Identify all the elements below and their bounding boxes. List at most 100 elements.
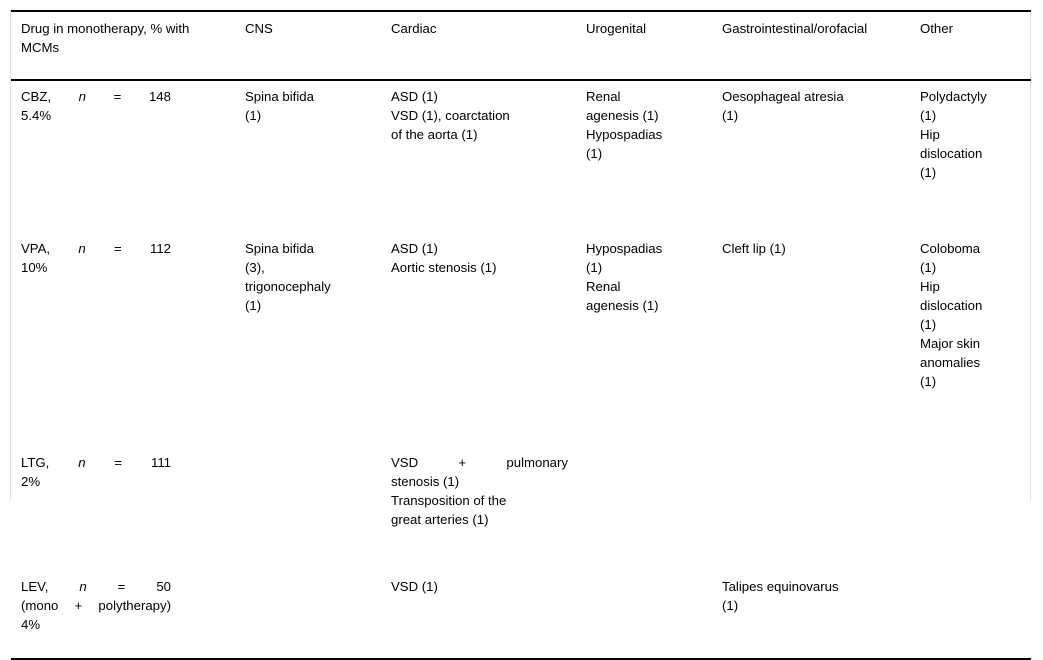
cell-line: (1) bbox=[920, 165, 937, 180]
mcm-table: Drug in monotherapy, % with MCMs CNS Car… bbox=[11, 10, 1031, 660]
drug-percent: 4% bbox=[21, 617, 41, 632]
cell-drug: VPA, n = 112 10% bbox=[11, 233, 235, 447]
drug-name: LTG, bbox=[21, 455, 50, 470]
cell-line: Spina bifida bbox=[245, 89, 314, 104]
drug-label-line: LEV, n = 50 bbox=[21, 577, 171, 596]
cell-drug: CBZ, n = 148 5.4% bbox=[11, 80, 235, 233]
cell-line: trigonocephaly bbox=[245, 279, 331, 294]
cell-line: Polydactyly bbox=[920, 89, 987, 104]
cell-line: agenesis (1) bbox=[586, 298, 659, 313]
column-header-cardiac: Cardiac bbox=[381, 10, 576, 81]
equals-sign: = bbox=[114, 455, 123, 470]
cell-drug: LEV, n = 50 (mono + polytherapy) 4% bbox=[11, 571, 235, 660]
n-symbol: n bbox=[78, 89, 87, 104]
cell-other bbox=[910, 447, 1031, 571]
equals-sign: = bbox=[113, 89, 122, 104]
cell-line: ASD (1) bbox=[391, 89, 438, 104]
cell-line: (1) bbox=[586, 146, 603, 161]
cell-cns: Spina bifida (3), trigonocephaly (1) bbox=[235, 233, 381, 447]
cell-gastrointestinal bbox=[712, 447, 910, 571]
row-spacer bbox=[21, 491, 227, 571]
cell-other: Coloboma (1) Hip dislocation (1) Major s… bbox=[910, 233, 1031, 447]
n-symbol: n bbox=[79, 579, 87, 594]
drug-percent: 5.4% bbox=[21, 108, 52, 123]
cell-line: (1) bbox=[245, 298, 262, 313]
table-row: CBZ, n = 148 5.4% Spina bifida (1) bbox=[11, 80, 1031, 233]
row-spacer bbox=[21, 125, 227, 233]
cell-other: Polydactyly (1) Hip dislocation (1) bbox=[910, 80, 1031, 233]
cell-line: of the aorta (1) bbox=[391, 127, 478, 142]
drug-n-value: 111 bbox=[150, 455, 172, 470]
drug-name: VPA, bbox=[21, 241, 51, 256]
cell-urogenital: Hypospadias (1) Renal agenesis (1) bbox=[576, 233, 712, 447]
cell-gastrointestinal: Cleft lip (1) bbox=[712, 233, 910, 447]
cell-line: Hypospadias bbox=[586, 127, 663, 142]
cell-line: (1) bbox=[920, 374, 937, 389]
drug-therapy-note: (mono + polytherapy) bbox=[21, 598, 171, 613]
cell-line: (1) bbox=[920, 317, 937, 332]
cell-cardiac: ASD (1) VSD (1), coarctation of the aort… bbox=[381, 80, 576, 233]
drug-label-line: VPA, n = 112 bbox=[21, 239, 171, 258]
cell-line: Hip bbox=[920, 127, 940, 142]
table-body: CBZ, n = 148 5.4% Spina bifida (1) bbox=[11, 80, 1031, 660]
cell-line: (1) bbox=[722, 108, 739, 123]
cell-line: Aortic stenosis (1) bbox=[391, 260, 497, 275]
cell-cns bbox=[235, 447, 381, 571]
column-header-drug: Drug in monotherapy, % with MCMs bbox=[11, 10, 235, 81]
cell-urogenital: Renal agenesis (1) Hypospadias (1) bbox=[576, 80, 712, 233]
drug-percent: 10% bbox=[21, 260, 48, 275]
drug-name: LEV, bbox=[21, 579, 49, 594]
cell-line: stenosis (1) bbox=[391, 474, 460, 489]
column-header-urogenital: Urogenital bbox=[576, 10, 712, 81]
cell-cns: Spina bifida (1) bbox=[235, 80, 381, 233]
cell-line: Renal bbox=[586, 279, 621, 294]
cell-line: Spina bifida bbox=[245, 241, 314, 256]
cell-line: (1) bbox=[722, 598, 739, 613]
column-header-gastrointestinal: Gastrointestinal/orofacial bbox=[712, 10, 910, 81]
cell-line: (1) bbox=[586, 260, 603, 275]
drug-percent: 2% bbox=[21, 474, 41, 489]
cell-drug: LTG, n = 111 2% bbox=[11, 447, 235, 571]
cell-line: Hip bbox=[920, 279, 940, 294]
table-container: Drug in monotherapy, % with MCMs CNS Car… bbox=[10, 10, 1031, 660]
equals-sign: = bbox=[117, 579, 126, 594]
cell-line: Renal bbox=[586, 89, 621, 104]
cell-line: (1) bbox=[920, 260, 937, 275]
cell-cardiac: VSD (1) bbox=[381, 571, 576, 660]
cell-line: VSD (1) bbox=[391, 579, 438, 594]
cell-line: Hypospadias bbox=[586, 241, 663, 256]
cell-line: dislocation bbox=[920, 146, 983, 161]
cell-cns bbox=[235, 571, 381, 660]
cell-line: agenesis (1) bbox=[586, 108, 659, 123]
cell-urogenital bbox=[576, 571, 712, 660]
equals-sign: = bbox=[113, 241, 122, 256]
cell-line: Transposition of the bbox=[391, 493, 507, 508]
drug-n-value: 112 bbox=[149, 241, 171, 256]
drug-label-line: CBZ, n = 148 bbox=[21, 87, 171, 106]
cell-line: (1) bbox=[920, 108, 937, 123]
header-row: Drug in monotherapy, % with MCMs CNS Car… bbox=[11, 10, 1031, 81]
drug-label-line: LTG, n = 111 bbox=[21, 453, 171, 472]
cell-gastrointestinal: Oesophageal atresia (1) bbox=[712, 80, 910, 233]
cell-gastrointestinal: Talipes equinovarus (1) bbox=[712, 571, 910, 660]
cell-line: great arteries (1) bbox=[391, 512, 489, 527]
drug-n-value: 148 bbox=[148, 89, 171, 104]
table-row: VPA, n = 112 10% Spina bifida (3), trigo… bbox=[11, 233, 1031, 447]
cell-line: Talipes equinovarus bbox=[722, 579, 839, 594]
cell-cardiac: ASD (1) Aortic stenosis (1) bbox=[381, 233, 576, 447]
cell-line: VSD + pulmonary bbox=[391, 455, 568, 470]
cell-line: anomalies bbox=[920, 355, 981, 370]
drug-name: CBZ, bbox=[21, 89, 52, 104]
cell-line: (1) bbox=[245, 108, 262, 123]
column-header-other: Other bbox=[910, 10, 1031, 81]
cell-line: Oesophageal atresia bbox=[722, 89, 844, 104]
n-symbol: n bbox=[78, 455, 86, 470]
cell-other bbox=[910, 571, 1031, 660]
cell-line: dislocation bbox=[920, 298, 983, 313]
cell-urogenital bbox=[576, 447, 712, 571]
table-header: Drug in monotherapy, % with MCMs CNS Car… bbox=[11, 10, 1031, 81]
cell-line: ASD (1) bbox=[391, 241, 438, 256]
cell-line: Major skin bbox=[920, 336, 981, 351]
cell-line: Cleft lip (1) bbox=[722, 241, 786, 256]
cell-line: Coloboma bbox=[920, 241, 981, 256]
